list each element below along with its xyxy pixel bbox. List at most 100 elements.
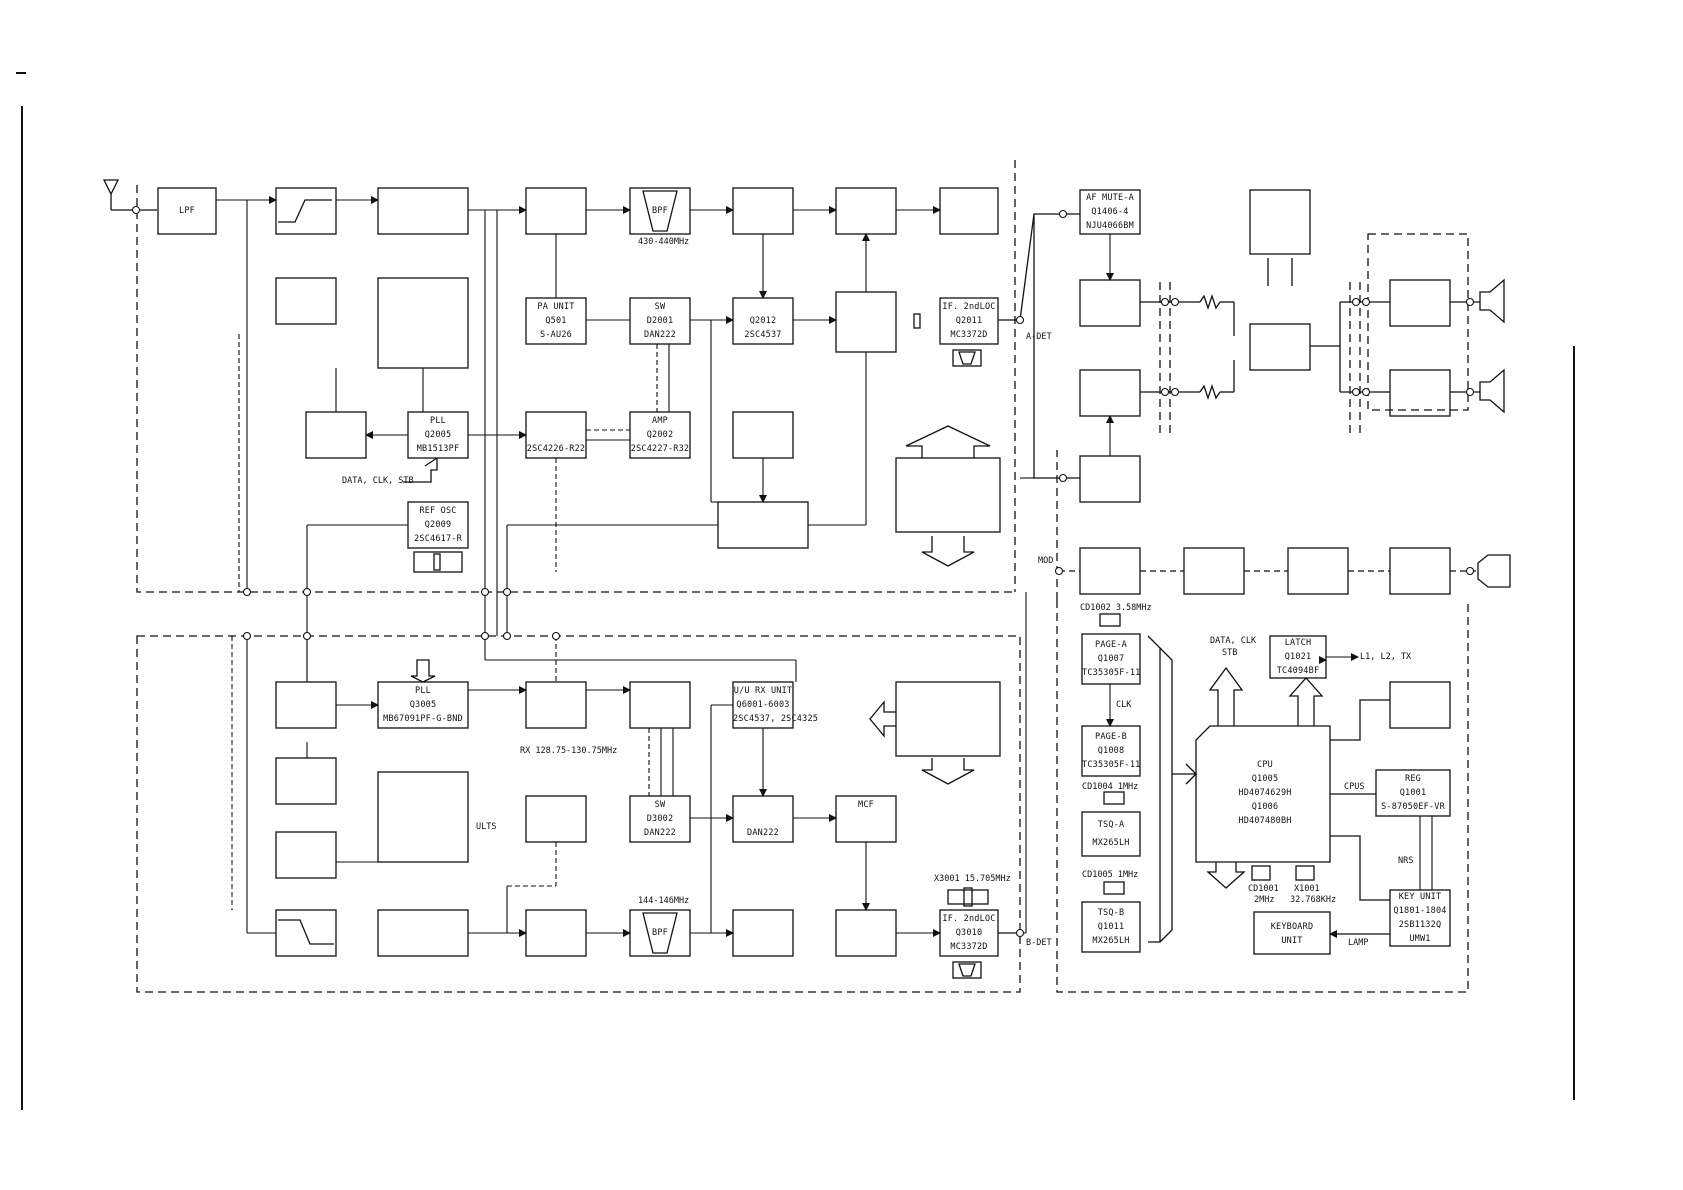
block-line: MX265LH: [1092, 936, 1130, 946]
block-line: Q2002: [646, 430, 674, 440]
page-a-block: PAGE-A Q1007 TC35305F-11: [1082, 638, 1140, 680]
block-line: Q1007: [1097, 654, 1125, 664]
stb-label: STB: [1222, 648, 1238, 658]
b-det-label: B-DET: [1026, 938, 1052, 948]
block-line: TC35305F-11: [1082, 760, 1141, 770]
uu-rx-unit-block: U/U RX UNIT Q6001-6003 2SC4537, 2SC4325: [733, 684, 819, 726]
pll-block-upper: PLL Q2005 MB1513PF: [408, 414, 468, 456]
bpf-label: BPF: [652, 928, 668, 938]
block-line: Q1801-1804: [1393, 906, 1447, 916]
bpf-block-upper: BPF: [630, 204, 690, 218]
block-line: UNIT: [1281, 936, 1303, 946]
block-line: DAN222: [747, 828, 779, 838]
rx-range-label: RX 128.75-130.75MHz: [520, 746, 618, 756]
block-line: 2SC4537, 2SC4325: [733, 714, 819, 724]
x1001-freq-label: 32.768KHz: [1290, 895, 1337, 905]
block-line: U/U RX UNIT: [733, 686, 793, 696]
q2012-block: Q2012 2SC4537: [733, 314, 793, 342]
block-line: 2SB1132Q: [1398, 920, 1442, 930]
block-line: MB67091PF-G-BND: [383, 714, 463, 724]
x3001-label: X3001 15.705MHz: [934, 874, 1011, 884]
block-line: KEYBOARD: [1270, 922, 1314, 932]
block-line: 2SC4227-R32: [630, 444, 690, 454]
block-line: DAN222: [644, 330, 676, 340]
block-line: Q1011: [1097, 922, 1125, 932]
l1-l2-tx-label: L1, L2, TX: [1360, 652, 1412, 662]
data-clk-label: DATA, CLK: [1210, 636, 1257, 646]
cd1001-freq-label: 2MHz: [1254, 895, 1275, 905]
if-block-lower: IF. 2ndLOC Q3010 MC3372D: [940, 912, 998, 954]
block-line: IF. 2ndLOC: [942, 302, 996, 312]
block-line: Q3010: [955, 928, 983, 938]
clk-label: CLK: [1116, 700, 1132, 710]
key-unit-block: KEY UNIT Q1801-1804 2SB1132Q UMW1: [1390, 890, 1450, 946]
block-line: HD407480BH: [1238, 816, 1292, 826]
mod-label: MOD: [1038, 556, 1054, 566]
reg-block: REG Q1001 S-87050EF-VR: [1376, 772, 1450, 814]
cd1005-label: CD1005 1MHz: [1082, 870, 1139, 880]
block-line: 2SC4617-R: [414, 534, 462, 544]
block-line: TC35305F-11: [1082, 668, 1141, 678]
lpf-block: LPF: [158, 204, 216, 218]
block-line: KEY UNIT: [1398, 892, 1442, 902]
cd1004-label: CD1004 1MHz: [1082, 782, 1139, 792]
block-line: AMP: [652, 416, 668, 426]
block-line: PA UNIT: [537, 302, 575, 312]
block-line: MCF: [858, 800, 874, 810]
dan222-block: DAN222: [733, 826, 793, 840]
page-b-block: PAGE-B Q1008 TC35305F-11: [1082, 730, 1140, 772]
block-line: Q1008: [1097, 746, 1125, 756]
block-line: MC3372D: [950, 942, 988, 952]
block-line: Q501: [545, 316, 567, 326]
af-mute-block: AF MUTE-A Q1406-4 NJU4066BM: [1080, 191, 1140, 233]
block-line: TC4094BF: [1276, 666, 1320, 676]
block-line: 2SC4537: [744, 330, 782, 340]
block-line: MB1513PF: [416, 444, 460, 454]
block-line: Q2005: [424, 430, 452, 440]
nrs-label: NRS: [1398, 856, 1414, 866]
2sc4226-block: 2SC4226-R22: [526, 442, 586, 456]
block-line: Q1406-4: [1091, 207, 1129, 217]
keyboard-unit-block: KEYBOARD UNIT: [1254, 920, 1330, 948]
pa-unit-block: PA UNIT Q501 S-AU26: [526, 300, 586, 342]
block-line: CPU: [1257, 760, 1273, 770]
block-line: LATCH: [1284, 638, 1312, 648]
block-line: S-AU26: [540, 330, 572, 340]
block-line: SW: [654, 302, 666, 312]
block-line: S-87050EF-VR: [1381, 802, 1445, 812]
block-line: REG: [1405, 774, 1421, 784]
block-line: HD4074629H: [1238, 788, 1292, 798]
block-line: IF. 2ndLOC: [942, 914, 996, 924]
ref-osc-block: REF OSC Q2009 2SC4617-R: [408, 504, 468, 546]
block-line: TSQ-B: [1097, 908, 1125, 918]
sw-block-upper: SW D2001 DAN222: [630, 300, 690, 342]
freq-430-label: 430-440MHz: [638, 237, 690, 247]
block-line: UMW1: [1409, 934, 1431, 944]
block-line: SW: [654, 800, 666, 810]
freq-144-label: 144-146MHz: [638, 896, 690, 906]
block-line: PLL: [415, 686, 431, 696]
block-line: NJU4066BM: [1086, 221, 1134, 231]
bpf-label: BPF: [652, 206, 668, 216]
block-line: PAGE-A: [1095, 640, 1127, 650]
block-line: Q2012: [749, 316, 777, 326]
block-line: Q3005: [409, 700, 437, 710]
ults-label: ULTS: [476, 822, 497, 832]
block-line: REF OSC: [419, 506, 457, 516]
block-line: PAGE-B: [1095, 732, 1127, 742]
bpf-block-lower: BPF: [630, 926, 690, 940]
latch-block: LATCH Q1021 TC4094BF: [1270, 636, 1326, 678]
block-line: Q1006: [1251, 802, 1279, 812]
if-block-upper: IF. 2ndLOC Q2011 MC3372D: [940, 300, 998, 342]
tsq-b-block: TSQ-B Q1011 MX265LH: [1082, 906, 1140, 948]
x1001-label: X1001: [1294, 884, 1320, 894]
block-line: Q1005: [1251, 774, 1279, 784]
block-line: PLL: [430, 416, 446, 426]
block-line: 2SC4226-R22: [526, 444, 586, 454]
block-line: D3002: [646, 814, 674, 824]
lpf-label: LPF: [179, 206, 195, 216]
pll-block-lower: PLL Q3005 MB67091PF-G-BND: [378, 684, 468, 726]
mcf-block: MCF: [836, 798, 896, 812]
cd1002-label: CD1002 3.58MHz: [1080, 603, 1152, 613]
